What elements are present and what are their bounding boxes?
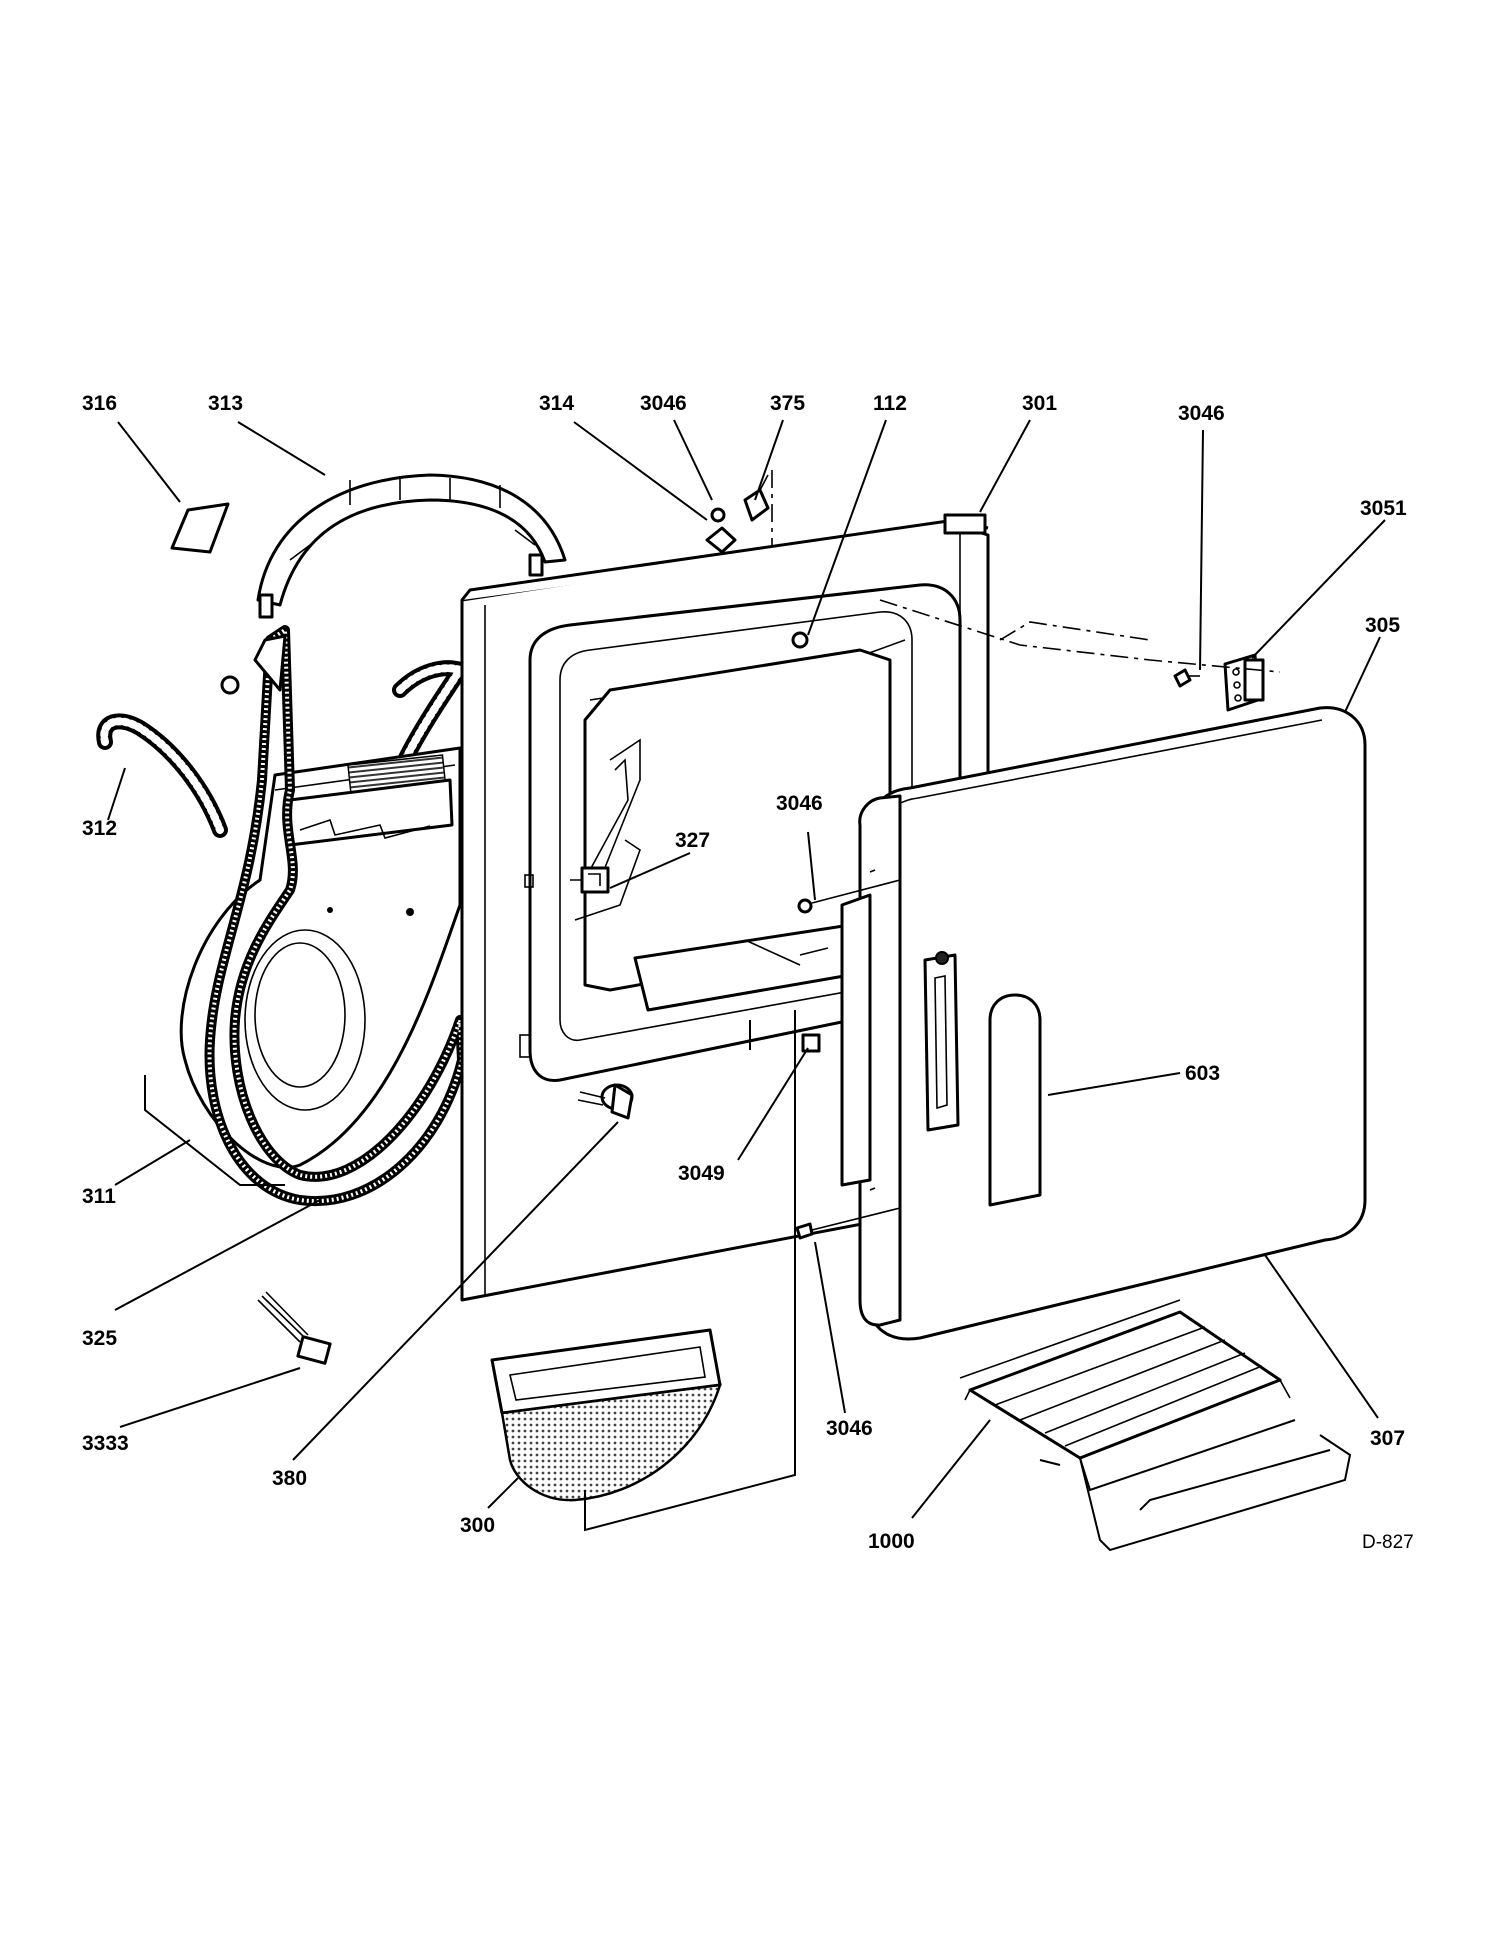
- hinge-axis-line-2: [999, 621, 1151, 641]
- part-380-knob: [577, 1083, 634, 1120]
- part-311-drum-front: [179, 746, 462, 1169]
- screw-parts: [795, 898, 814, 1240]
- callout-1000: 1000: [868, 1530, 915, 1553]
- callout-3046-bottom: 3046: [826, 1417, 873, 1440]
- part-305-door: [811, 706, 1367, 1341]
- callout-305: 305: [1365, 614, 1400, 637]
- callout-314: 314: [539, 392, 574, 415]
- part-313-bearing-arc: [256, 473, 567, 619]
- callout-3046-right: 3046: [1178, 402, 1225, 425]
- callout-307: 307: [1370, 1427, 1405, 1450]
- part-312-gasket: [96, 660, 473, 838]
- callout-300: 300: [460, 1514, 495, 1537]
- callout-313: 313: [208, 392, 243, 415]
- callout-316: 316: [82, 392, 117, 415]
- drawing-id: D-827: [1362, 1532, 1414, 1553]
- callout-3049: 3049: [678, 1162, 725, 1185]
- part-3333-connector: [257, 1291, 332, 1365]
- callout-375: 375: [770, 392, 805, 415]
- callout-311: 311: [82, 1185, 116, 1208]
- part-314-375-switch-group: [705, 470, 773, 554]
- callout-301: 301: [1022, 392, 1057, 415]
- callout-380: 380: [272, 1467, 307, 1490]
- callout-labels: 316 313 314 3046 375 112 301 3046 3051 3…: [82, 392, 1414, 1553]
- callout-3046-mid: 3046: [776, 792, 823, 815]
- callout-112: 112: [873, 392, 907, 415]
- part-316-strip: [170, 502, 230, 554]
- callout-325: 325: [82, 1327, 117, 1350]
- callout-327: 327: [675, 829, 710, 852]
- callout-3333: 3333: [82, 1432, 129, 1455]
- callout-603: 603: [1185, 1062, 1220, 1085]
- callout-3046-top: 3046: [640, 392, 687, 415]
- bracket-lines: [144, 1010, 796, 1532]
- part-1000-drying-rack: [959, 1299, 1352, 1552]
- part-325-seal: [204, 625, 467, 1207]
- leader-lines: [107, 419, 1386, 1519]
- hinge-axis-line: [879, 599, 1281, 673]
- part-300-lint-filter: [490, 1328, 722, 1502]
- callout-3051: 3051: [1360, 497, 1407, 520]
- callout-312: 312: [82, 817, 117, 840]
